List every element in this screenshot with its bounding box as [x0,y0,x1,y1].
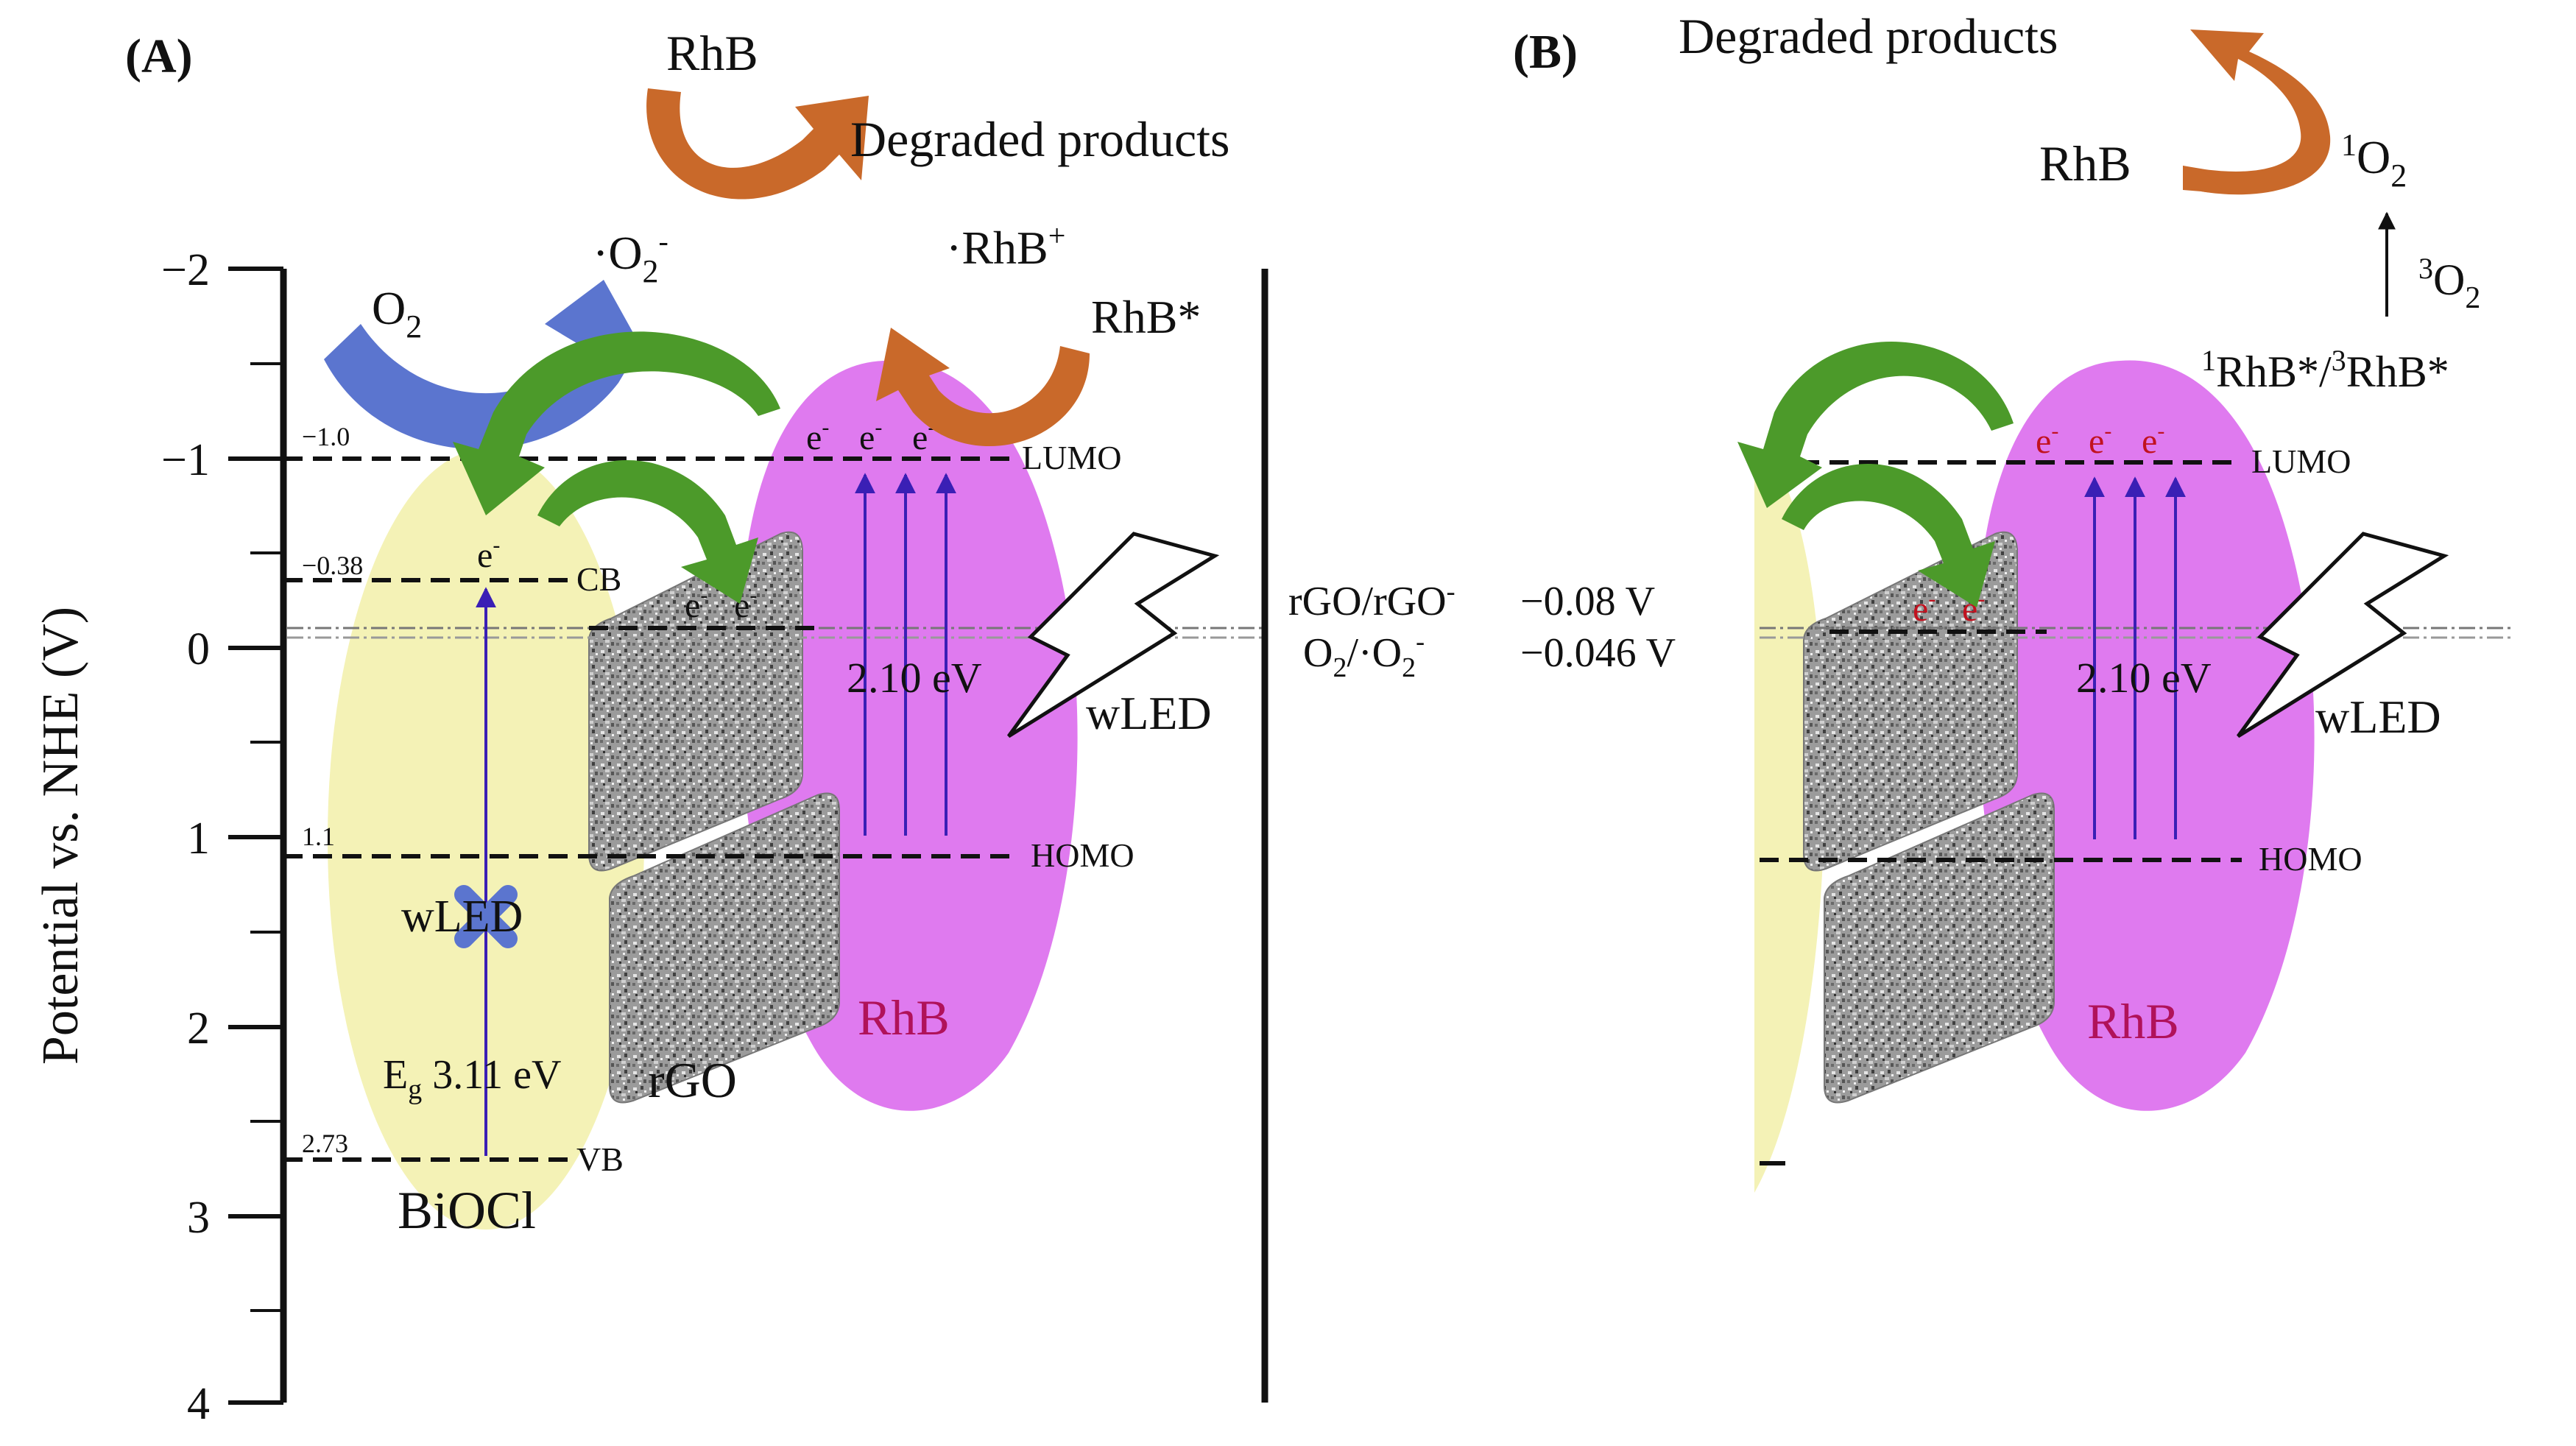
electron: e- [859,415,882,457]
dye-bandgap: 2.10 eV [2076,654,2212,702]
oxygen: O2 [372,282,422,345]
homo-label-b: HOMO [2259,840,2362,878]
tick-label: 0 [187,624,210,674]
rhb-top: RhB [666,25,758,81]
o2-reduction-arrow [324,280,641,450]
singlet-oxygen-degradation-arrow [2183,29,2331,195]
electron: e- [685,583,707,625]
green-transfer-arrow [1782,464,1995,607]
electron: e- [1913,587,1935,629]
electron: e- [806,415,829,457]
degraded-products: Degraded products [1679,8,2058,64]
tick-label: 3 [187,1193,210,1243]
singlet-oxygen: 1O2 [2341,129,2407,194]
wled-label: wLED [2315,691,2441,743]
rgo-sheet-upper-b [1803,531,2018,872]
blocked-cross-icon [454,885,518,948]
rhb-arrow-shaft [2183,166,2223,193]
rhb-degradation-arrow [646,88,869,200]
panel-a: −2 −1 0 1 2 3 4 Potential vs. NHE (V) −1… [32,25,1676,1429]
ref-o2-value: −0.046 V [1520,630,1676,676]
cb-label: CB [576,560,621,598]
green-transfer-arrow [1737,341,2014,508]
homo-value: 1.1 [302,822,335,851]
axis-label: Potential vs. NHE (V) [32,607,89,1065]
rgo-sheet-lower [609,792,840,1104]
rhb-blob-label: RhB [858,990,950,1045]
lightning-icon [2236,532,2449,738]
dye-bandgap: 2.10 eV [847,654,982,702]
green-transfer-arrow [537,460,758,604]
green-transfer-arrow [453,331,780,515]
tick-label: −1 [161,435,210,485]
vb-label: VB [576,1140,624,1178]
panel-b: LUMO HOMO e- e- e- e- e- (B) Degraded pr… [1513,8,2510,1193]
wled-blocked-label: wLED [401,892,523,942]
rhb-label: RhB [2039,135,2131,191]
panel-label: (B) [1513,25,1578,79]
rhb-excited: RhB* [1091,291,1201,343]
ref-rgo-value: −0.08 V [1520,579,1655,624]
rhb-radical-arrow [876,328,1090,447]
lightning-icon [1006,532,1220,738]
lumo-label: LUMO [1022,439,1121,476]
rgo-sheet-lower-b [1824,792,2055,1104]
degraded-products: Degraded products [850,111,1229,167]
rhb-blob-label: RhB [2087,993,2179,1049]
electron: e- [2089,419,2111,461]
tick-label: 2 [187,1004,210,1054]
ref-o2-label: O2/·O2- [1303,627,1425,683]
wled-label: wLED [1086,687,1212,739]
triplet-oxygen: 3O2 [2418,252,2480,315]
bioc-label: BiOCl [398,1181,536,1240]
superoxide-radical: ·O2- [593,225,668,289]
electron: e- [2036,419,2058,461]
rgo-label: rGO [648,1052,737,1108]
homo-label: HOMO [1031,836,1135,874]
electron: e- [2142,419,2164,461]
rhb-excited-states: 1RhB*/3RhB* [2201,344,2449,396]
ref-rgo-label: rGO/rGO- [1288,576,1455,624]
electron: e- [477,533,500,575]
rhb-radical-cation: ·RhB+ [946,219,1065,274]
minor-ticks [250,362,283,1312]
cb-value: −0.38 [302,551,363,580]
bioc-bandgap: Eg 3.11 eV [383,1052,561,1105]
major-ticks [228,267,283,1405]
lumo-value: −1.0 [302,422,350,451]
panel-label: (A) [125,29,193,83]
tick-label: −2 [161,245,210,295]
lumo-label-b: LUMO [2251,442,2351,480]
tick-label: 4 [187,1379,210,1429]
tick-label: 1 [187,814,210,864]
rhb-blob-b [1976,360,2315,1111]
vb-value: 2.73 [302,1129,348,1158]
rgo-sheet-upper [588,531,803,872]
